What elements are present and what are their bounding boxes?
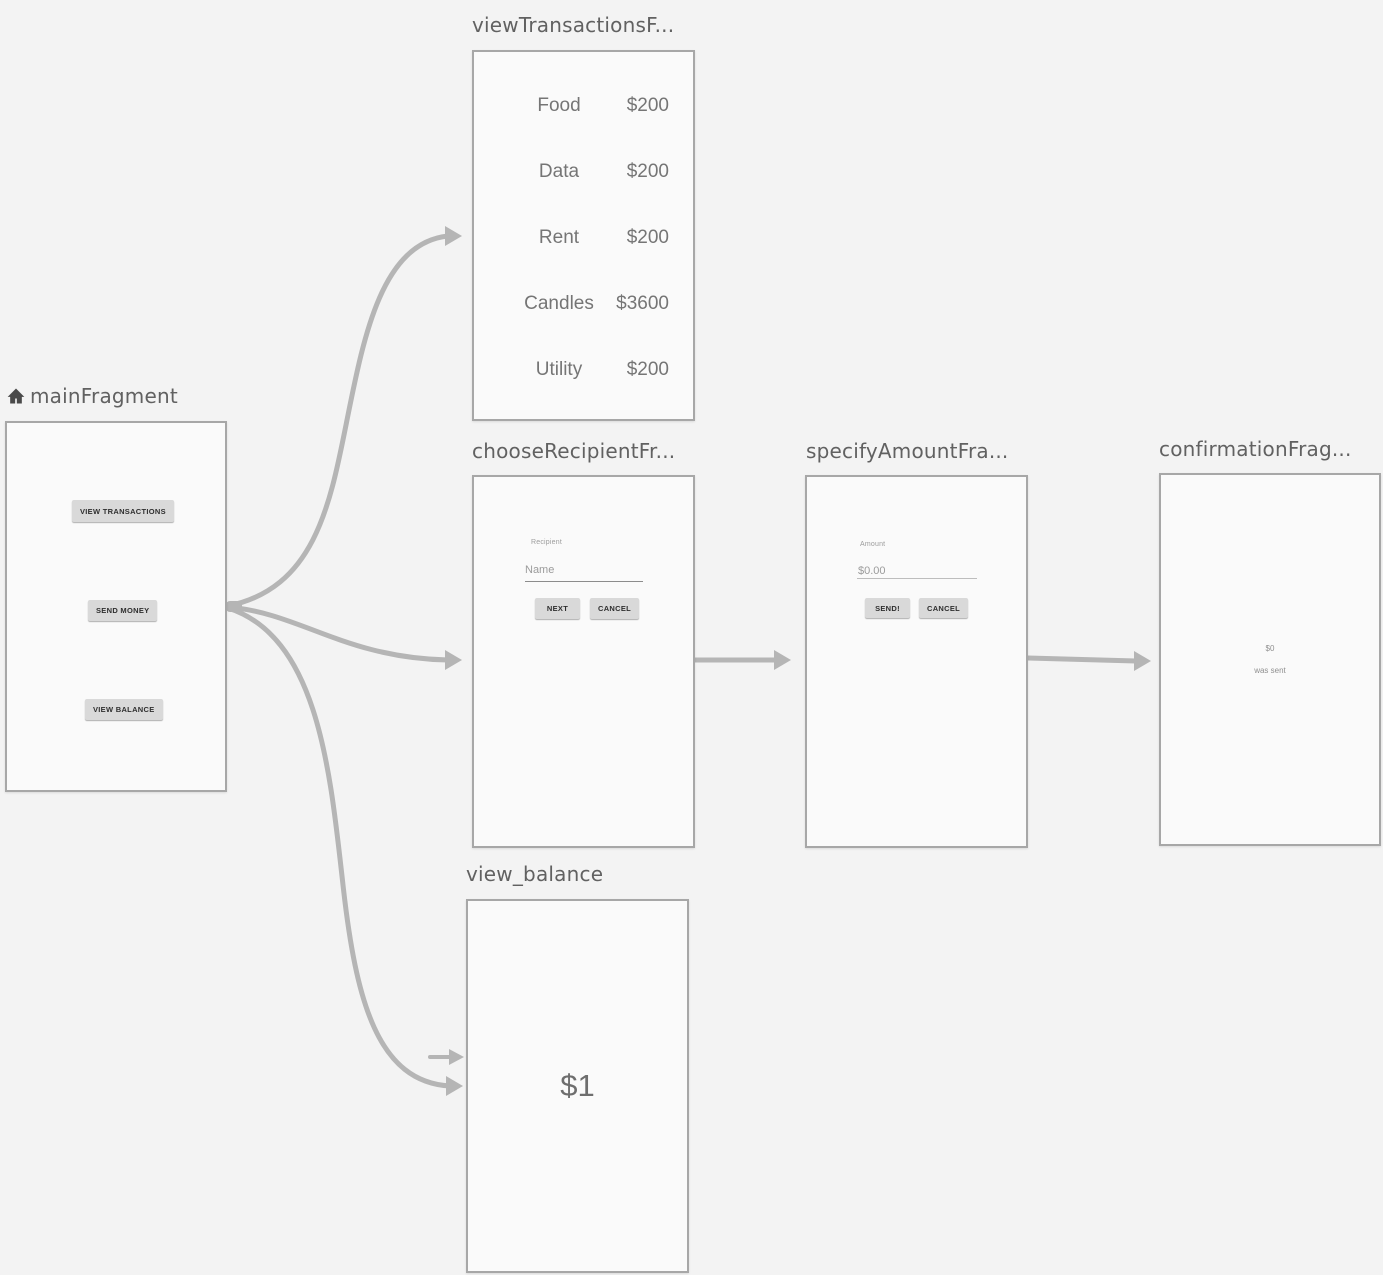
transaction-label: Candles	[524, 293, 594, 314]
transaction-amount: $200	[626, 161, 669, 182]
transaction-amount: $200	[626, 95, 669, 116]
transaction-row: Data $200	[474, 161, 693, 185]
arrowhead-icon	[445, 650, 462, 670]
confirmation-message-text: was sent	[1254, 666, 1286, 675]
transaction-row: Utility $200	[474, 359, 693, 383]
fragment-card-viewbalance[interactable]: $1	[466, 899, 689, 1273]
fragment-card-confirmation[interactable]: $0 was sent	[1159, 473, 1381, 846]
action-arrow-main-to-chooserecipient[interactable]	[225, 604, 451, 663]
transaction-label: Utility	[535, 359, 583, 380]
action-origin-handle[interactable]	[226, 601, 242, 612]
fragment-title-specifyamount[interactable]: specifyAmountFra...	[806, 439, 1009, 463]
transaction-label: Data	[538, 161, 580, 182]
recipient-input-underline	[525, 581, 643, 583]
recipient-name-input: Name	[525, 564, 555, 576]
fragment-title-label: mainFragment	[30, 384, 178, 408]
transaction-amount: $3600	[616, 293, 669, 314]
balance-amount-text: $1	[560, 1068, 595, 1103]
preview-send-money-button: SEND MONEY	[88, 600, 158, 621]
fragment-title-main[interactable]: mainFragment	[6, 384, 178, 411]
fragment-card-main[interactable]: VIEW TRANSACTIONS SEND MONEY VIEW BALANC…	[5, 421, 227, 792]
preview-view-balance-button: VIEW BALANCE	[85, 699, 163, 720]
arrowhead-icon	[774, 650, 791, 670]
fragment-card-specifyamount[interactable]: Amount $0.00 SEND! CANCEL	[805, 475, 1028, 848]
transaction-row: Candles $3600	[474, 293, 693, 317]
preview-cancel-button: CANCEL	[590, 598, 640, 619]
arrowhead-icon	[449, 1049, 464, 1065]
transaction-label: Food	[537, 95, 581, 116]
action-arrow-specifyamount-to-confirmation[interactable]	[1025, 655, 1139, 664]
transaction-row: Rent $200	[474, 227, 693, 251]
amount-input-underline	[857, 578, 977, 580]
amount-input: $0.00	[858, 565, 886, 577]
amount-field-label: Amount	[860, 541, 886, 548]
fragment-card-viewtransactions[interactable]: Food $200 Data $200 Rent $200 Candles $3…	[472, 50, 695, 421]
preview-cancel-button: CANCEL	[919, 598, 969, 618]
confirmation-amount-text: $0	[1265, 644, 1275, 653]
fragment-card-chooserecipient[interactable]: Recipient Name NEXT CANCEL	[472, 475, 695, 848]
transaction-amount: $200	[626, 359, 669, 380]
transaction-row: Food $200	[474, 95, 693, 119]
home-icon	[6, 386, 26, 411]
preview-view-transactions-button: VIEW TRANSACTIONS	[72, 500, 174, 522]
fragment-title-chooserecipient[interactable]: chooseRecipientFr...	[472, 439, 676, 463]
arrowhead-icon	[445, 226, 462, 246]
arrowhead-icon	[446, 1076, 463, 1096]
action-arrow-main-to-viewtransactions[interactable]	[225, 233, 451, 609]
arrowhead-icon	[1134, 651, 1151, 671]
recipient-field-label: Recipient	[531, 539, 562, 546]
fragment-title-viewbalance[interactable]: view_balance	[466, 862, 604, 886]
transaction-label: Rent	[538, 227, 580, 248]
action-arrow-main-to-viewbalance[interactable]	[225, 605, 453, 1089]
fragment-title-confirmation[interactable]: confirmationFrag...	[1159, 437, 1352, 461]
fragment-title-viewtransactions[interactable]: viewTransactionsF...	[472, 13, 675, 37]
transaction-amount: $200	[626, 227, 669, 248]
preview-send-button: SEND!	[865, 598, 910, 618]
preview-next-button: NEXT	[535, 598, 580, 619]
